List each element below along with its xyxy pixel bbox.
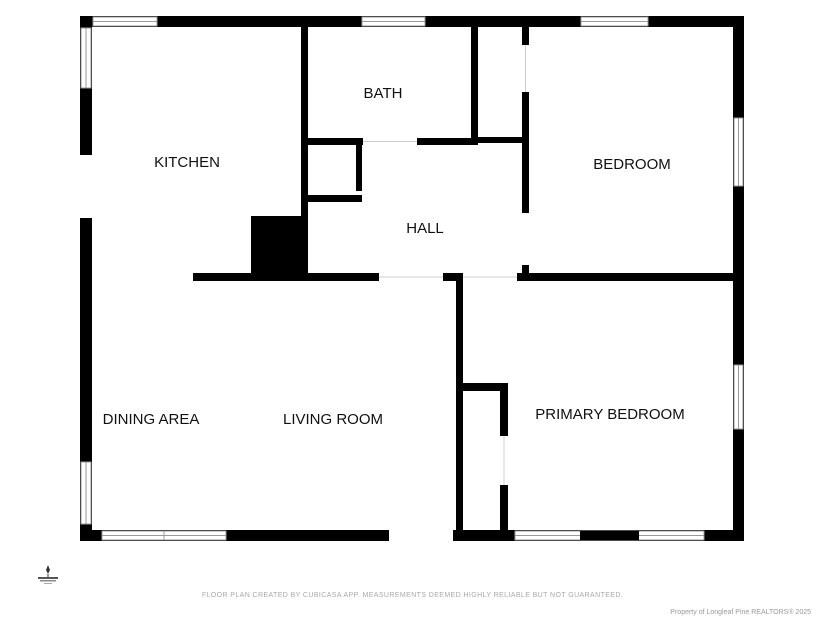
room-label-dining-area: DINING AREA <box>103 411 200 428</box>
opening-kitchen-west <box>80 155 92 218</box>
wall-bath-south-right <box>417 138 478 145</box>
wall-bedroom-south <box>517 273 733 281</box>
room-label-kitchen: KITCHEN <box>154 154 220 171</box>
windows <box>80 16 744 541</box>
wall-bath-east <box>471 27 478 143</box>
wall-bedroom-west-stub <box>522 265 529 273</box>
copyright-note: Property of Longleaf Pine REALTORS® 2025 <box>670 609 811 616</box>
wall-closet-east-lower <box>500 485 508 530</box>
wall-bath-south-left <box>308 138 363 145</box>
wall-closet-west <box>478 137 523 143</box>
room-label-bath: BATH <box>364 85 403 102</box>
room-labels: KITCHEN BATH BEDROOM HALL DINING AREA LI… <box>103 85 685 428</box>
wall-kitchen-east <box>301 27 308 278</box>
wall-linen-east <box>356 145 362 191</box>
openings <box>80 155 453 541</box>
wall-left <box>80 16 92 541</box>
room-label-bedroom: BEDROOM <box>593 156 671 173</box>
chimney <box>251 216 308 278</box>
interior-walls <box>193 27 733 530</box>
room-label-hall: HALL <box>406 220 444 237</box>
wall-bedroom-west-lower <box>522 92 529 213</box>
opening-front-door <box>389 530 453 541</box>
room-label-living-room: LIVING ROOM <box>283 411 383 428</box>
wall-linen-south <box>308 195 362 202</box>
wall-hall-south <box>443 273 463 281</box>
room-label-primary-bedroom: PRIMARY BEDROOM <box>535 406 684 423</box>
wall-closet-east-upper <box>500 383 508 436</box>
wall-right <box>733 16 744 541</box>
wall-kitchen-south <box>193 273 379 281</box>
footer-disclaimer: FLOOR PLAN CREATED BY CUBICASA APP. MEAS… <box>201 592 624 599</box>
wall-bedroom-west-upper <box>522 27 529 45</box>
wall-primary-west <box>456 278 463 530</box>
realty-logo-icon <box>38 565 58 584</box>
wall-closet-top <box>463 383 508 391</box>
opening-lines <box>363 45 526 485</box>
